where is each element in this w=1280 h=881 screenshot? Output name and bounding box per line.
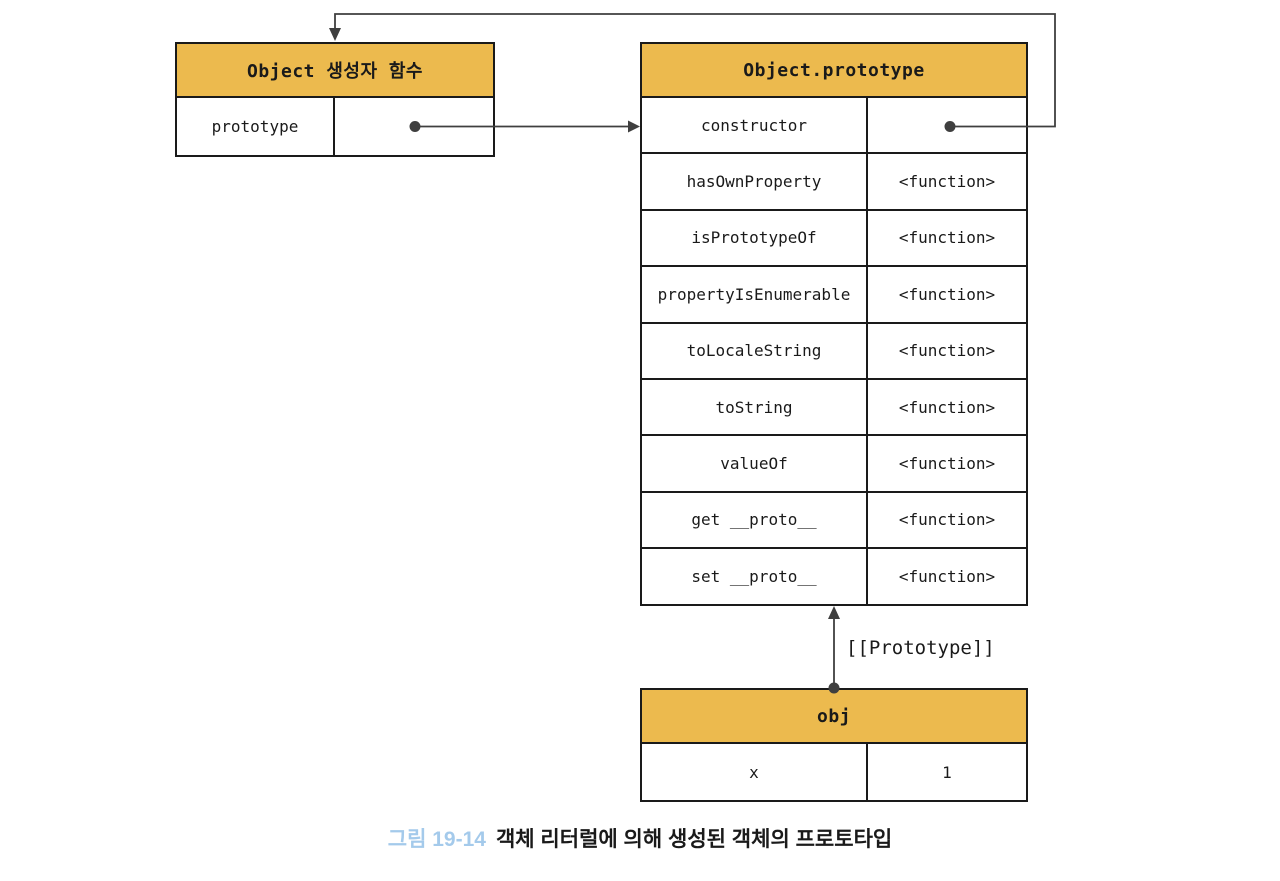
property-key-hasOwnProperty: hasOwnProperty bbox=[642, 154, 868, 209]
prototype-internal-slot-label: [[Prototype]] bbox=[846, 637, 995, 659]
arrowhead-down-icon bbox=[329, 28, 341, 41]
figure-caption-text: 객체 리터럴에 의해 생성된 객체의 프로토타입 bbox=[495, 828, 893, 851]
property-key-set-proto: set __proto__ bbox=[642, 549, 868, 604]
property-value-get-proto: <function> bbox=[898, 510, 996, 530]
obj-box-title: obj bbox=[642, 690, 1026, 744]
property-key-toLocaleString: toLocaleString bbox=[642, 323, 868, 378]
figure-caption: 그림 19-14 객체 리터럴에 의해 생성된 객체의 프로토타입 bbox=[0, 823, 1280, 853]
property-key-constructor: constructor bbox=[642, 98, 868, 153]
property-key-toString: toString bbox=[642, 379, 868, 435]
property-value-propertyIsEnumerable: <function> bbox=[898, 284, 996, 304]
table-row: constructor bbox=[642, 98, 1026, 155]
table-row: valueOf <function> bbox=[642, 436, 1026, 493]
property-key-get-proto: get __proto__ bbox=[642, 492, 868, 548]
property-value-set-proto: <function> bbox=[898, 566, 996, 586]
property-key-propertyIsEnumerable: propertyIsEnumerable bbox=[642, 267, 868, 322]
figure-number-label: 그림 19-14 bbox=[387, 828, 486, 851]
arrow-obj-to-object-prototype bbox=[828, 606, 840, 694]
table-row: toString <function> bbox=[642, 379, 1026, 437]
table-row: get __proto__ <function> bbox=[642, 492, 1026, 550]
table-row: set __proto__ <function> bbox=[642, 549, 1026, 604]
property-key-prototype: prototype bbox=[177, 98, 335, 155]
property-value-toLocaleString: <function> bbox=[898, 341, 996, 361]
obj-box: obj x 1 bbox=[640, 688, 1028, 802]
property-value-x: 1 bbox=[942, 762, 952, 782]
table-row: prototype bbox=[177, 98, 493, 155]
arrowhead-right-icon bbox=[628, 120, 640, 133]
property-key-x: x bbox=[642, 744, 868, 800]
property-value-constructor bbox=[868, 98, 1026, 152]
table-row: propertyIsEnumerable <function> bbox=[642, 267, 1026, 324]
property-value-valueOf: <function> bbox=[898, 454, 996, 474]
object-constructor-box-title: Object 생성자 함수 bbox=[177, 44, 493, 98]
object-prototype-box-title: Object.prototype bbox=[642, 44, 1026, 98]
property-value-isPrototypeOf: <function> bbox=[898, 228, 996, 248]
table-row: isPrototypeOf <function> bbox=[642, 210, 1026, 268]
object-constructor-box: Object 생성자 함수 prototype bbox=[175, 42, 495, 157]
property-value-hasOwnProperty: <function> bbox=[898, 172, 996, 192]
table-row: toLocaleString <function> bbox=[642, 323, 1026, 380]
property-value-toString: <function> bbox=[898, 397, 996, 417]
property-key-isPrototypeOf: isPrototypeOf bbox=[642, 210, 868, 266]
property-key-valueOf: valueOf bbox=[642, 436, 868, 491]
table-row: x 1 bbox=[642, 744, 1026, 800]
arrowhead-up-icon bbox=[828, 606, 840, 619]
property-value-prototype bbox=[335, 98, 493, 155]
object-prototype-box: Object.prototype constructor hasOwnPrope… bbox=[640, 42, 1028, 606]
table-row: hasOwnProperty <function> bbox=[642, 154, 1026, 211]
